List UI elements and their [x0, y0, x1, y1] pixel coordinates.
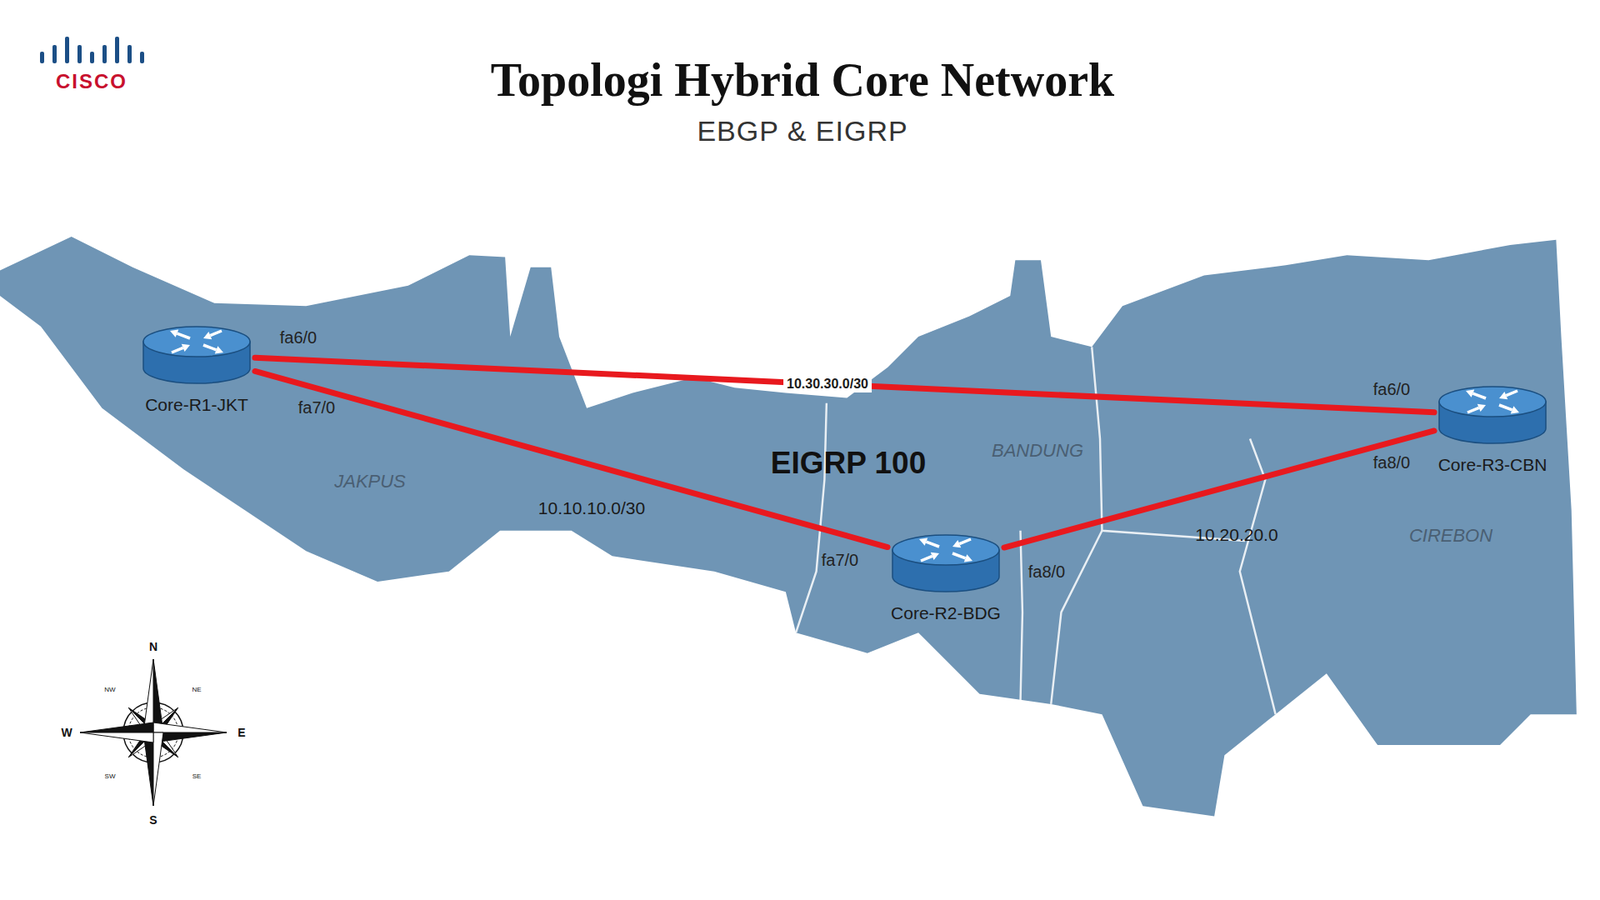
router-name: Core-R3-CBN: [1434, 455, 1551, 475]
compass-point: [143, 732, 154, 806]
network-link: [255, 357, 1435, 413]
compass-letter: W: [60, 725, 72, 740]
interface-name: fa7/0: [821, 550, 859, 570]
interface-name: fa6/0: [1373, 380, 1410, 400]
compass-point: [143, 659, 154, 733]
province-shape: [0, 236, 1577, 817]
compass-letter: E: [237, 725, 245, 740]
compass-rose: [80, 659, 227, 806]
logo-text: CISCO: [55, 70, 128, 94]
interface-name: fa8/0: [1373, 453, 1410, 473]
router-icon: [890, 531, 1001, 595]
interface-name: fa7/0: [298, 398, 335, 418]
compass-point: [80, 732, 154, 743]
router-icon: [141, 323, 252, 387]
compass-letter: SE: [192, 772, 202, 780]
city-name: BANDUNG: [991, 440, 1084, 461]
subnet-label: 10.30.30.0/30: [783, 375, 872, 393]
compass-letter: N: [149, 640, 158, 654]
cisco-logo-bars: [40, 36, 145, 64]
compass-point: [153, 722, 227, 733]
router-name: Core-R2-BDG: [887, 603, 1005, 624]
router-name: Core-R1-JKT: [138, 395, 255, 415]
subnet-label: 10.20.20.0: [1195, 525, 1278, 545]
city-name: CIREBON: [1409, 525, 1493, 546]
compass-point: [80, 722, 154, 733]
compass-point: [153, 659, 164, 733]
router-node: Core-R2-BDG: [887, 531, 1005, 624]
subnet-label: 10.10.10.0/30: [538, 498, 645, 519]
compass-letter: NE: [191, 685, 201, 694]
area-label: EIGRP 100: [770, 445, 926, 482]
router-node: Core-R1-JKT: [138, 323, 255, 415]
interface-name: fa8/0: [1028, 562, 1065, 582]
page-title: Topologi Hybrid Core Network: [490, 53, 1115, 107]
interface-name: fa6/0: [280, 328, 317, 348]
subtitle: EBGP & EIGRP: [696, 115, 908, 148]
compass-letter: S: [149, 813, 157, 827]
router-icon: [1437, 383, 1548, 447]
compass-point: [153, 732, 227, 743]
compass-letter: NW: [104, 685, 115, 694]
compass-point: [153, 732, 164, 806]
router-node: Core-R3-CBN: [1434, 383, 1551, 475]
compass-letter: SW: [105, 772, 116, 780]
region-map: [0, 236, 1577, 817]
city-name: JAKPUS: [334, 470, 406, 492]
